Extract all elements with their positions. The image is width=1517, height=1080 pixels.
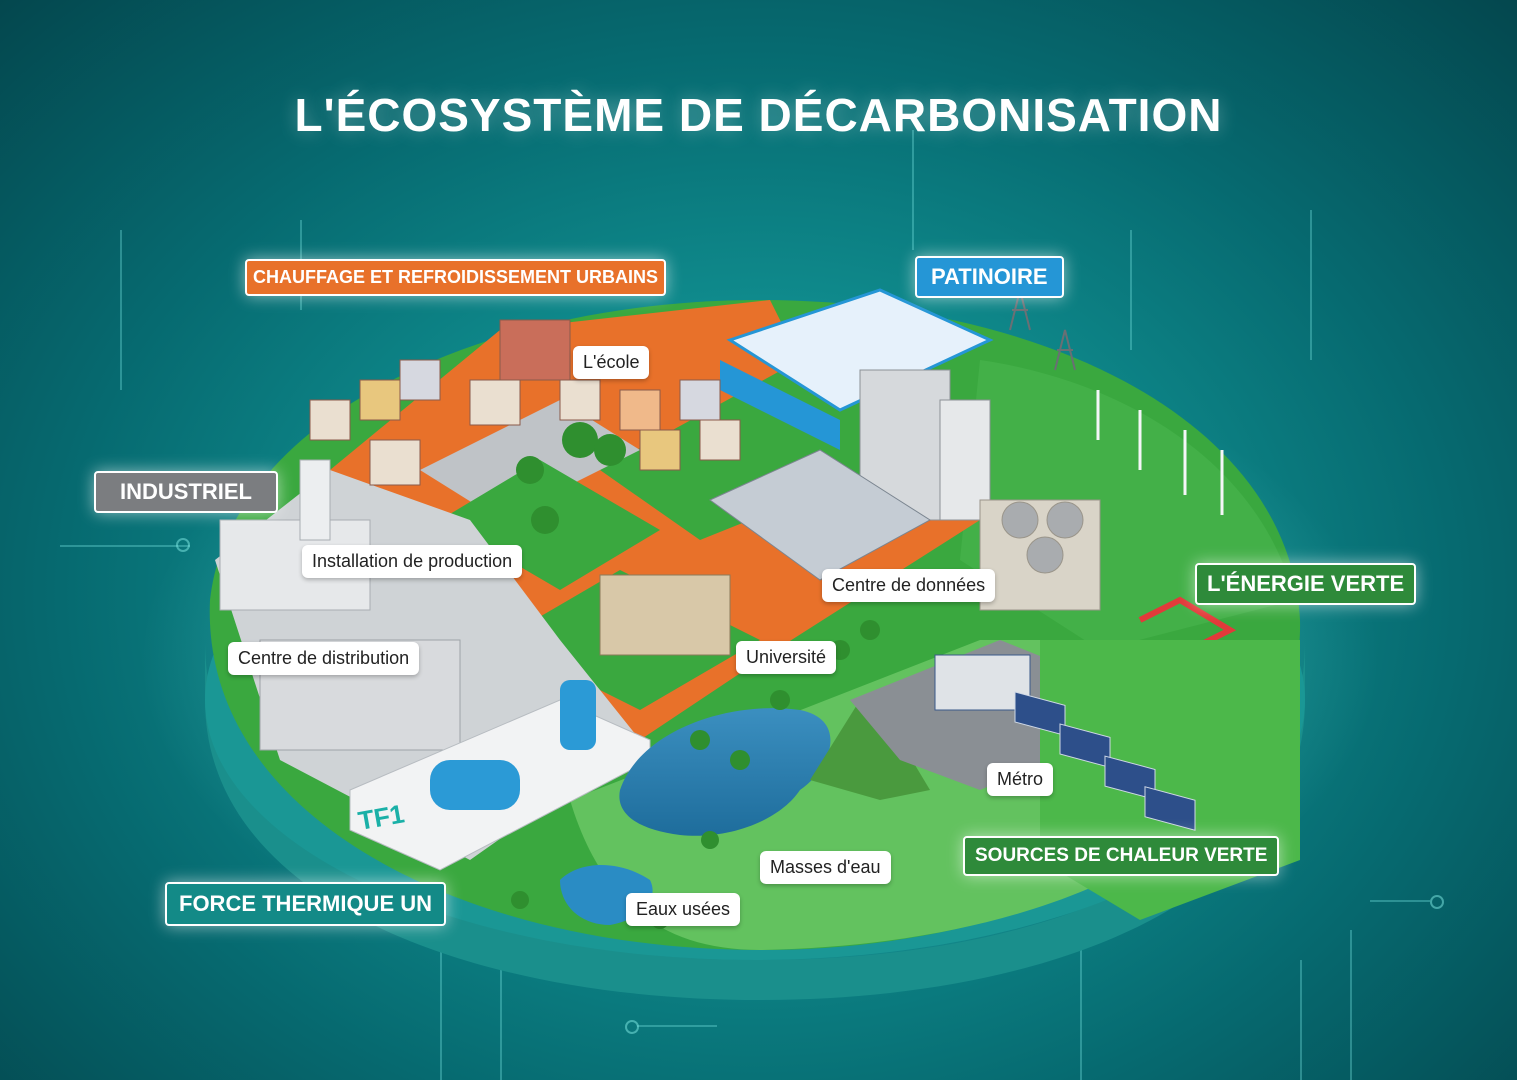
lake bbox=[619, 708, 831, 836]
label-data-center: Centre de données bbox=[822, 569, 996, 602]
data-center bbox=[709, 449, 931, 581]
ice-rink bbox=[726, 288, 994, 412]
category-green-energy: L'ÉNERGIE VERTE bbox=[1195, 563, 1417, 605]
trees bbox=[511, 422, 880, 929]
category-ice-rink: PATINOIRE bbox=[915, 256, 1064, 298]
houses bbox=[309, 319, 741, 486]
label-metro: Métro bbox=[987, 763, 1054, 796]
label-production-facility: Installation de production bbox=[302, 545, 523, 578]
solar-panels bbox=[1014, 691, 1196, 831]
heat-pump-tank bbox=[430, 760, 520, 810]
category-thermal-force-one: FORCE THERMIQUE UN bbox=[165, 882, 446, 926]
metro-train bbox=[934, 654, 1031, 711]
label-water-bodies: Masses d'eau bbox=[760, 851, 891, 884]
university-building bbox=[599, 574, 731, 656]
cooling-units bbox=[979, 499, 1101, 611]
factory-chimney bbox=[299, 459, 331, 541]
label-distribution-center: Centre de distribution bbox=[228, 642, 420, 675]
label-university: Université bbox=[736, 641, 837, 674]
wind-turbines bbox=[1096, 390, 1224, 515]
green-cliff bbox=[1040, 640, 1300, 920]
category-district-heating: CHAUFFAGE ET REFROIDISSEMENT URBAINS bbox=[245, 259, 667, 296]
category-industrial: INDUSTRIEL bbox=[94, 471, 278, 513]
label-school: L'école bbox=[573, 346, 650, 379]
label-wastewater: Eaux usées bbox=[626, 893, 741, 926]
ice-rink-stands bbox=[720, 360, 840, 450]
page-title: L'ÉCOSYSTÈME DE DÉCARBONISATION bbox=[294, 89, 1223, 141]
mountain bbox=[810, 700, 930, 800]
storage-tank bbox=[560, 680, 596, 750]
category-green-heat-sources: SOURCES DE CHALEUR VERTE bbox=[963, 836, 1280, 876]
